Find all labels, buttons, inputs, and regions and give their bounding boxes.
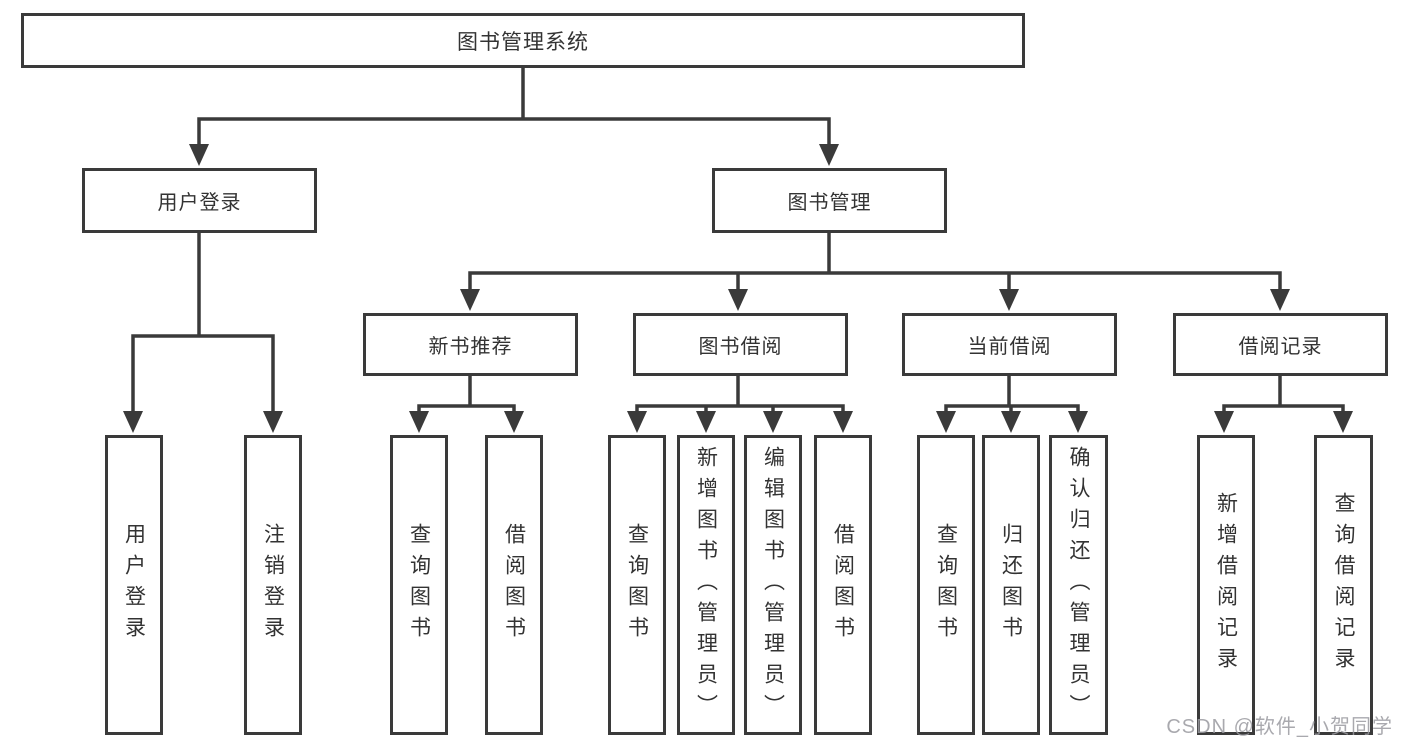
arrow-down-icon [1214, 411, 1234, 433]
node-root: 图书管理系统 [21, 13, 1025, 68]
leaf-records-query-borrow-record: 查询借阅记录 [1314, 435, 1373, 735]
leaf-current-return-books-label: 归还图书 [999, 523, 1023, 647]
leaf-borrowing-add-books-admin: 新增图书（管理员） [677, 435, 735, 735]
arrow-down-icon [1270, 289, 1290, 311]
arrow-down-icon [819, 144, 839, 166]
leaf-records-add-borrow-record-label: 新增借阅记录 [1214, 492, 1238, 678]
arrow-down-icon [263, 411, 283, 433]
arrow-down-icon [504, 411, 524, 433]
leaf-borrowing-query-books: 查询图书 [608, 435, 666, 735]
leaf-newrec-query-books-label: 查询图书 [407, 523, 431, 647]
leaf-borrowing-query-books-label: 查询图书 [625, 523, 649, 647]
arrow-down-icon [1068, 411, 1088, 433]
leaf-records-query-borrow-record-label: 查询借阅记录 [1332, 492, 1355, 678]
leaf-current-confirm-return-admin-label: 确认归还（管理员） [1067, 445, 1090, 725]
node-new-book-recommendation: 新书推荐 [363, 313, 578, 376]
leaf-current-confirm-return-admin: 确认归还（管理员） [1049, 435, 1108, 735]
leaf-newrec-borrow-books-label: 借阅图书 [502, 523, 526, 647]
node-book-management: 图书管理 [712, 168, 947, 233]
arrow-down-icon [409, 411, 429, 433]
leaf-logout-login-label: 注销登录 [261, 523, 285, 647]
arrow-down-icon [189, 144, 209, 166]
leaf-logout-login: 注销登录 [244, 435, 302, 735]
arrow-down-icon [627, 411, 647, 433]
arrow-down-icon [936, 411, 956, 433]
arrow-down-icon [763, 411, 783, 433]
leaf-newrec-borrow-books: 借阅图书 [485, 435, 543, 735]
node-book-borrowing-label: 图书借阅 [698, 336, 783, 358]
arrow-down-icon [1001, 411, 1021, 433]
leaf-current-query-books: 查询图书 [917, 435, 975, 735]
leaf-borrowing-edit-books-admin-label: 编辑图书（管理员） [761, 445, 785, 725]
connector-lines [131, 66, 1345, 416]
arrow-down-icon [999, 289, 1019, 311]
leaf-records-add-borrow-record: 新增借阅记录 [1197, 435, 1255, 735]
leaf-borrowing-borrow-books: 借阅图书 [814, 435, 872, 735]
arrow-down-icon [696, 411, 716, 433]
arrow-down-icon [460, 289, 480, 311]
leaf-user-login: 用户登录 [105, 435, 163, 735]
node-current-borrowing-label: 当前借阅 [967, 336, 1052, 358]
node-current-borrowing: 当前借阅 [902, 313, 1117, 376]
arrow-down-icon [728, 289, 748, 311]
node-user-login-label: 用户登录 [157, 192, 242, 214]
node-book-management-label: 图书管理 [787, 192, 872, 214]
node-user-login: 用户登录 [82, 168, 317, 233]
leaf-newrec-query-books: 查询图书 [390, 435, 448, 735]
node-borrowing-records-label: 借阅记录 [1238, 336, 1323, 358]
arrow-down-icon [1333, 411, 1353, 433]
leaf-current-query-books-label: 查询图书 [934, 523, 958, 647]
leaf-user-login-label: 用户登录 [122, 523, 146, 647]
leaf-current-return-books: 归还图书 [982, 435, 1040, 735]
arrow-down-icon [833, 411, 853, 433]
leaf-borrowing-edit-books-admin: 编辑图书（管理员） [744, 435, 802, 735]
arrow-down-icon [123, 411, 143, 433]
node-new-book-recommendation-label: 新书推荐 [428, 336, 513, 358]
connector-arrowheads [123, 144, 1353, 433]
leaf-borrowing-borrow-books-label: 借阅图书 [831, 523, 855, 647]
node-root-label: 图书管理系统 [457, 30, 589, 54]
leaf-borrowing-add-books-admin-label: 新增图书（管理员） [694, 445, 718, 725]
node-book-borrowing: 图书借阅 [633, 313, 848, 376]
node-borrowing-records: 借阅记录 [1173, 313, 1388, 376]
